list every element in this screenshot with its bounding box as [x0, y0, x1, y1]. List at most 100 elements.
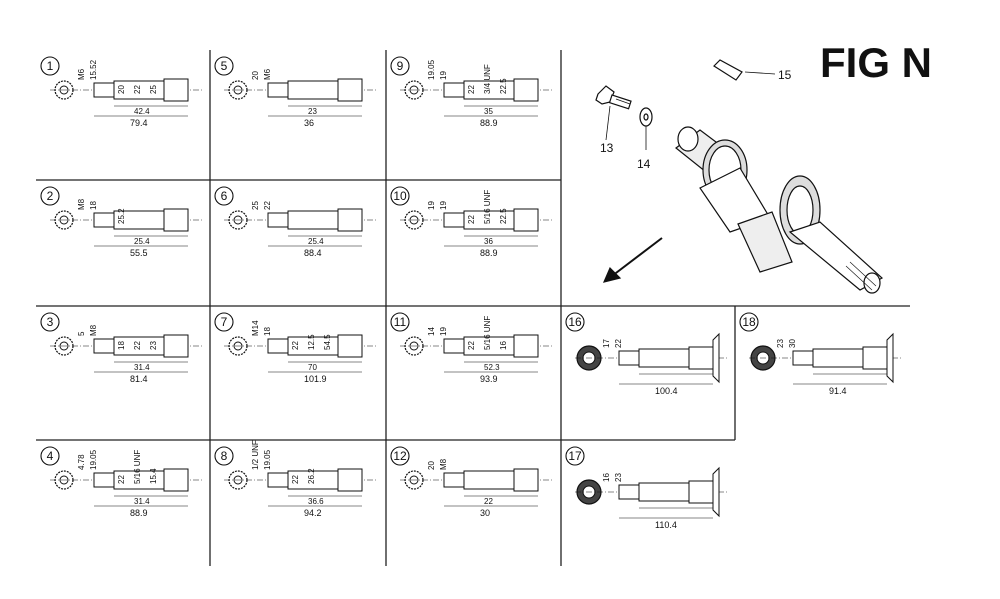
diameter-label: 22: [291, 475, 300, 484]
shaft-side-view: [93, 468, 189, 492]
dimension-label: 23: [308, 107, 317, 116]
diameter-label: 16: [499, 341, 508, 350]
cell-number-badge: 8: [214, 446, 234, 466]
diameter-label: 5/16 UNF: [133, 450, 142, 484]
shaft-side-view: [93, 78, 189, 102]
cell-number-badge: 4: [40, 446, 60, 466]
cell-number: 5: [221, 59, 228, 73]
dimension-label: 22: [484, 497, 493, 506]
cell-number-badge: 10: [390, 186, 410, 206]
shaft-side-view: [618, 332, 720, 384]
dimension-label: M8: [439, 458, 448, 470]
grid-lines: [36, 50, 910, 566]
overall-length-label: 30: [480, 508, 490, 518]
overall-length-label: 55.5: [130, 248, 148, 258]
shaft-side-view: [267, 468, 363, 492]
overall-length-label: 110.4: [655, 520, 677, 530]
cell-number-badge: 16: [565, 312, 585, 332]
dimension-label: 19: [439, 71, 448, 80]
overall-length-label: 100.4: [655, 386, 678, 396]
diameter-label: 15.4: [149, 468, 158, 484]
overall-length-label: 101.9: [304, 374, 327, 384]
cell-number-badge: 6: [214, 186, 234, 206]
dimension-label: 25.4: [134, 237, 150, 246]
shaft-side-view: [443, 334, 539, 358]
cell-number: 8: [221, 449, 228, 463]
overall-length-label: 79.4: [130, 118, 148, 128]
cell-number: 16: [568, 315, 582, 329]
dimension-label: 22: [614, 339, 623, 348]
diameter-label: 54.5: [323, 334, 332, 350]
shaft-side-view: [267, 334, 363, 358]
overall-length-label: 36: [304, 118, 314, 128]
dimension-label: 17: [602, 339, 611, 348]
diameter-label: 22: [467, 85, 476, 94]
dimension-label: 52.3: [484, 363, 500, 372]
dimension-label: M6: [77, 68, 86, 80]
diameter-label: 20: [117, 85, 126, 94]
diameter-label: 22: [133, 85, 142, 94]
dimension-label: 14: [427, 327, 436, 336]
dimension-label: 19: [439, 201, 448, 210]
part-number-13: 13: [600, 141, 614, 155]
diameter-label: 22.5: [499, 208, 508, 224]
cell-number-badge: 11: [390, 312, 410, 332]
cell-number-badge: 5: [214, 56, 234, 76]
shaft-side-view: [267, 208, 363, 232]
dimension-label: 31.4: [134, 363, 150, 372]
dimension-label: 1/2 UNF: [251, 440, 260, 470]
diameter-label: 5/16 UNF: [483, 316, 492, 350]
dimension-label: 5: [77, 331, 86, 336]
shaft-side-view: [267, 78, 363, 102]
dimension-label: 19.05: [89, 449, 98, 470]
shaft-side-view: [618, 466, 720, 518]
cell-number-badge: 18: [739, 312, 759, 332]
diameter-label: 3/4 UNF: [483, 64, 492, 94]
diameter-label: 5/16 UNF: [483, 190, 492, 224]
diameter-label: 22.5: [499, 78, 508, 94]
cell-number-badge: 3: [40, 312, 60, 332]
overall-length-label: 88.9: [480, 118, 498, 128]
cell-number-badge: 7: [214, 312, 234, 332]
overall-length-label: 94.2: [304, 508, 322, 518]
dimension-label: M14: [251, 320, 260, 336]
dimension-label: 20: [251, 71, 260, 80]
shaft-side-view: [792, 332, 894, 384]
cell-number: 18: [742, 315, 756, 329]
dimension-label: 19: [427, 201, 436, 210]
cell-number-badge: 9: [390, 56, 410, 76]
cell-number: 11: [394, 315, 407, 329]
diameter-label: 22: [467, 341, 476, 350]
diameter-label: 23: [149, 341, 158, 350]
diameter-label: 18: [117, 341, 126, 350]
dimension-label: 18: [89, 201, 98, 210]
overall-length-label: 88.9: [480, 248, 498, 258]
dimension-label: M8: [89, 324, 98, 336]
dimension-label: 19.05: [427, 59, 436, 80]
cell-number: 10: [393, 189, 407, 203]
dimension-label: 15.52: [89, 59, 98, 80]
part-number-15: 15: [778, 68, 792, 82]
cell-number: 7: [221, 315, 228, 329]
dimension-label: 25: [251, 201, 260, 210]
figure-label: FIG N: [820, 39, 932, 86]
key-part-15: [713, 59, 776, 81]
dimension-label: 4.78: [77, 454, 86, 470]
dimension-label: 30: [788, 339, 797, 348]
dimension-label: 18: [263, 327, 272, 336]
diameter-label: 22: [291, 341, 300, 350]
shaft-side-view: [443, 78, 539, 102]
